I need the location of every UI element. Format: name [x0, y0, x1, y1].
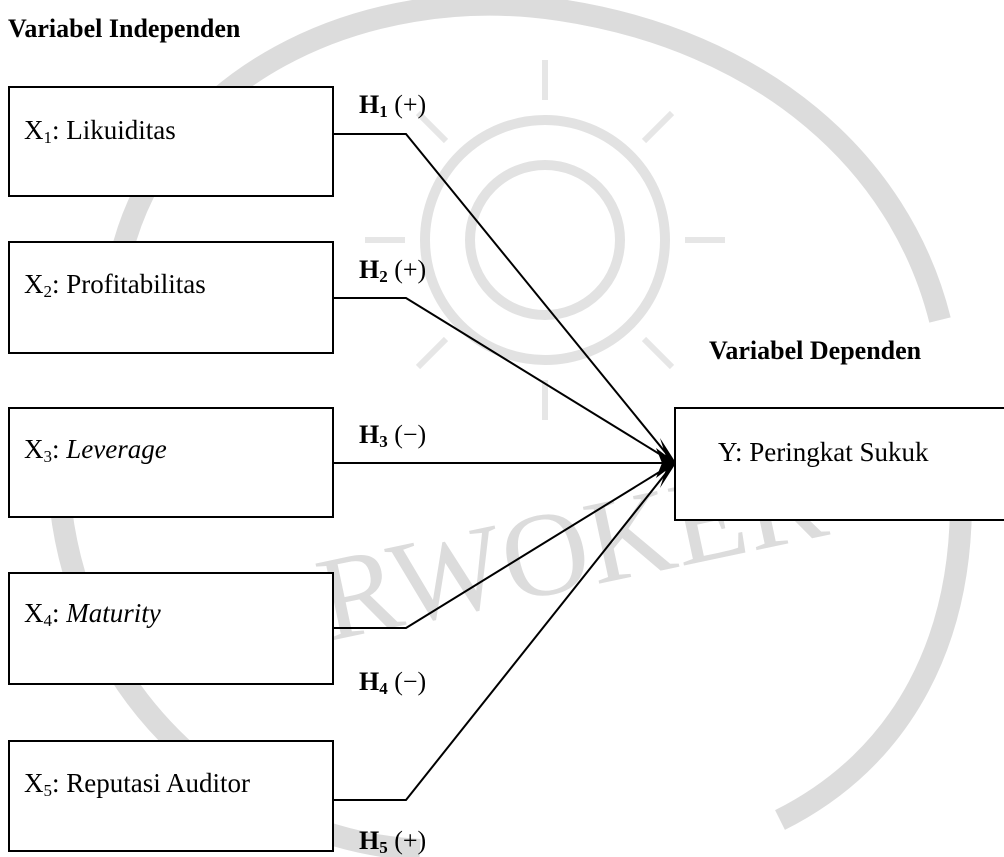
connector-h4	[332, 462, 675, 629]
hypothesis-label-h5: H5 (+)	[359, 826, 427, 857]
variable-label-x5: X5: Reputasi Auditor	[24, 768, 251, 800]
variable-label-x3: X3: Leverage	[24, 434, 167, 466]
variable-label-x2: X2: Profitabilitas	[24, 269, 206, 301]
hypothesis-label-h4: H4 (−)	[359, 667, 427, 698]
hypothesis-label-h1: H1 (+)	[359, 90, 427, 121]
dependent-variable-label: Y: Peringkat Sukuk	[718, 437, 929, 467]
hypothesis-label-h3: H3 (−)	[359, 420, 427, 451]
variable-label-x4: X4: Maturity	[24, 598, 161, 630]
dependent-variables-title: Variabel Dependen	[709, 336, 922, 365]
variable-box-x1	[8, 86, 334, 197]
variable-label-x1: X1: Likuiditas	[24, 115, 176, 147]
connector-h5	[332, 462, 675, 801]
dependent-variable-box	[674, 407, 1004, 521]
variable-box-x3	[8, 407, 334, 518]
connector-h2	[332, 297, 675, 464]
arrowhead-icon	[656, 448, 676, 478]
hypothesis-label-h2: H2 (+)	[359, 255, 427, 286]
variable-box-x5	[8, 740, 334, 852]
connector-h1	[332, 133, 675, 464]
variable-box-x4	[8, 572, 334, 685]
independent-variables-title: Variabel Independen	[8, 14, 241, 43]
variable-box-x2	[8, 241, 334, 354]
